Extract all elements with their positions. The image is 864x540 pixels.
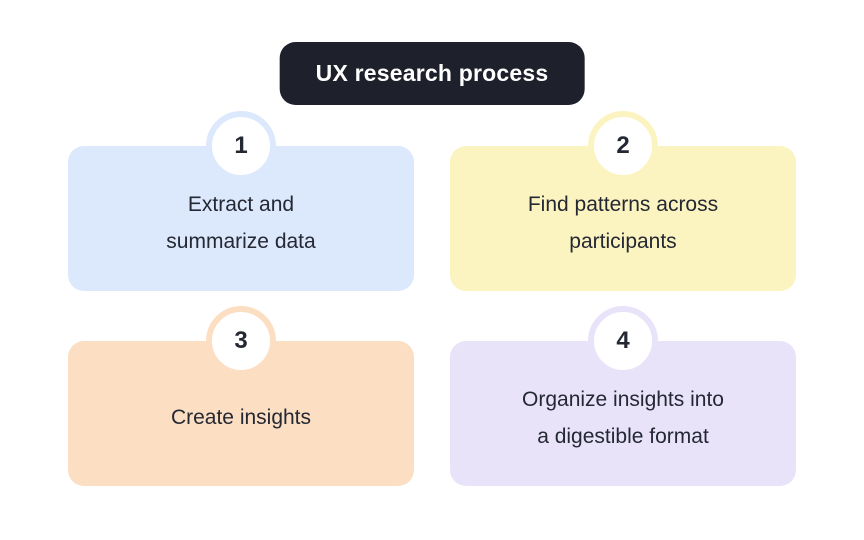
step-label-line: Find patterns across — [527, 192, 719, 216]
step-number: 2 — [616, 132, 630, 159]
step-label-1: Extract and summarize data — [104, 186, 378, 260]
steps-grid: 1 Extract and summarize data 2 Find patt… — [68, 111, 796, 486]
step-number: 4 — [616, 327, 630, 354]
step-number: 3 — [234, 327, 248, 354]
step-label-line: Organize insights into — [522, 387, 724, 411]
step-label-line: a digestible format — [537, 424, 709, 448]
step-number: 1 — [234, 132, 248, 159]
step-label-line: participants — [569, 229, 677, 253]
step-label-line: Extract and — [187, 192, 295, 216]
step-number-badge-4: 4 — [588, 306, 658, 376]
title-pill: UX research process — [279, 42, 585, 105]
page-title: UX research process — [315, 60, 549, 86]
step-card-1: 1 Extract and summarize data — [68, 111, 414, 291]
step-number-badge-3: 3 — [206, 306, 276, 376]
step-number-badge-2: 2 — [588, 111, 658, 181]
step-number-badge-1: 1 — [206, 111, 276, 181]
step-card-4: 4 Organize insights into a digestible fo… — [450, 306, 796, 486]
step-card-2: 2 Find patterns across participants — [450, 111, 796, 291]
step-label-2: Find patterns across participants — [486, 186, 760, 260]
step-label-4: Organize insights into a digestible form… — [486, 381, 760, 455]
step-label-line: Create insights — [170, 406, 312, 429]
step-label-line: summarize data — [166, 229, 316, 253]
step-card-3: 3 Create insights — [68, 306, 414, 486]
step-label-3: Create insights — [104, 399, 378, 436]
